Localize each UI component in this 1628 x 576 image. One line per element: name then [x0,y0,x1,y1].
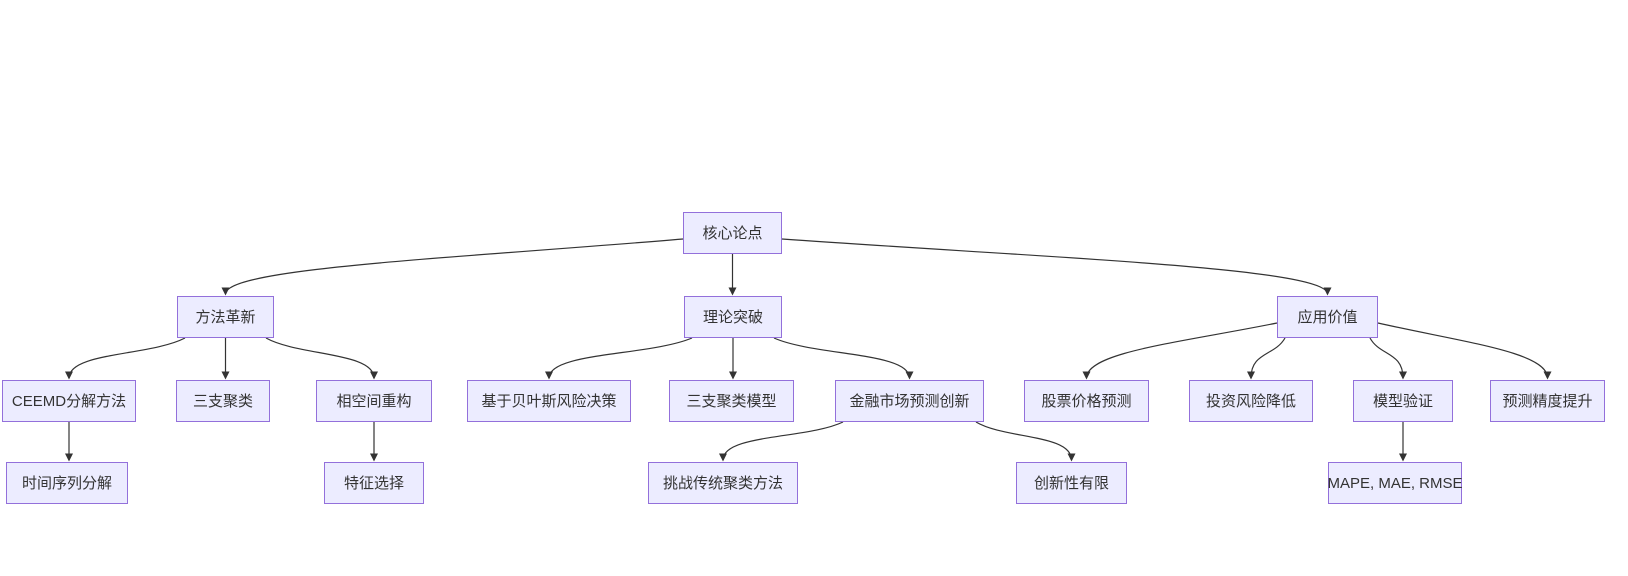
node-ceemd: CEEMD分解方法 [2,380,136,422]
node-label: 相空间重构 [336,392,412,410]
node-challenge: 挑战传统聚类方法 [648,462,798,504]
node-label: 核心论点 [702,224,763,242]
edge-apply-stock [1082,322,1278,380]
node-label: 预测精度提升 [1502,392,1593,410]
node-ts: 时间序列分解 [6,462,128,504]
node-label: 模型验证 [1372,392,1433,410]
node-label: 三支聚类模型 [686,392,777,410]
node-label: 特征选择 [343,474,404,492]
node-label: CEEMD分解方法 [11,392,127,410]
node-mape: MAPE, MAE, RMSE [1327,462,1463,504]
node-label: 方法革新 [195,308,256,326]
node-threemodel: 三支聚类模型 [669,380,794,422]
edge-theory-finance [773,337,914,380]
node-label: 投资风险降低 [1205,392,1296,410]
node-label: 基于贝叶斯风险决策 [481,392,617,410]
node-method: 方法革新 [177,296,274,338]
node-label: 理论突破 [702,308,763,326]
node-root: 核心论点 [683,212,782,254]
edge-method-ceemd [65,337,186,380]
node-label: 金融市场预测创新 [849,392,970,410]
node-label: 三支聚类 [192,392,253,410]
edge-apply-model [1369,337,1407,380]
node-risk: 投资风险降低 [1189,380,1313,422]
node-label: MAPE, MAE, RMSE [1327,474,1463,492]
edge-finance-challenge [719,421,844,462]
node-label: 应用价值 [1297,308,1358,326]
node-phase: 相空间重构 [316,380,432,422]
edge-method-phase [265,337,378,380]
node-bayes: 基于贝叶斯风险决策 [467,380,631,422]
node-label: 挑战传统聚类方法 [662,474,783,492]
edge-apply-risk [1247,337,1286,380]
node-accuracy: 预测精度提升 [1490,380,1605,422]
edge-finance-limited [975,421,1076,462]
node-feature: 特征选择 [324,462,424,504]
node-theory: 理论突破 [684,296,782,338]
node-limited: 创新性有限 [1016,462,1127,504]
node-apply: 应用价值 [1277,296,1378,338]
edge-theory-bayes [545,337,693,380]
edge-root-apply [781,238,1332,296]
node-three: 三支聚类 [176,380,270,422]
edge-root-method [221,238,684,296]
node-label: 时间序列分解 [21,474,112,492]
node-label: 创新性有限 [1033,474,1109,492]
node-label: 股票价格预测 [1041,392,1132,410]
edge-apply-accuracy [1377,322,1552,380]
node-stock: 股票价格预测 [1024,380,1149,422]
node-model: 模型验证 [1353,380,1453,422]
edges-group [65,238,1552,462]
node-finance: 金融市场预测创新 [835,380,984,422]
